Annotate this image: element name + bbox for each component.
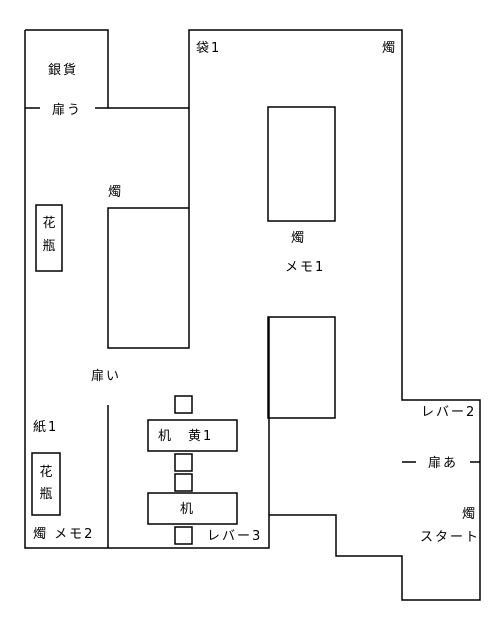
chair-3 bbox=[174, 473, 193, 492]
chair-2 bbox=[174, 453, 193, 472]
start-label: スタート bbox=[420, 530, 481, 545]
silver-coin-label: 銀貨 bbox=[48, 63, 79, 78]
vase-bottom-label-2: 瓶 bbox=[39, 487, 53, 502]
lever2-label: レバー2 bbox=[421, 405, 477, 420]
desk-plain bbox=[147, 492, 238, 525]
wall-outer-left bbox=[24, 29, 481, 601]
memo1-label: メモ1 bbox=[285, 260, 326, 275]
table-top bbox=[267, 106, 336, 222]
vase-box-bottom bbox=[31, 452, 61, 516]
door-i-label: 扉い bbox=[91, 369, 122, 384]
desk-yellow bbox=[147, 419, 238, 452]
vase-top-label-1: 花 bbox=[42, 216, 56, 231]
desk-label: 机 bbox=[180, 502, 196, 517]
candle-right-label: 燭 bbox=[462, 507, 478, 522]
table-bottom bbox=[267, 316, 336, 419]
bag1-label: 袋1 bbox=[196, 41, 222, 56]
paper1-label: 紙1 bbox=[33, 420, 59, 435]
candle-left-room-label: 燭 bbox=[108, 185, 124, 200]
chair-1 bbox=[174, 395, 193, 414]
vase-box-top bbox=[35, 204, 63, 272]
chair-4 bbox=[174, 526, 193, 545]
door-u-label: 扉う bbox=[52, 103, 83, 118]
door-a-label: 扉あ bbox=[428, 456, 459, 471]
candle-center-label: 燭 bbox=[291, 231, 307, 246]
lever3-label: レバー3 bbox=[207, 529, 263, 544]
desk-yellow-label: 机 黄1 bbox=[158, 429, 214, 444]
wall-inner-room bbox=[107, 108, 190, 349]
candle-top-right-label: 燭 bbox=[382, 41, 398, 56]
vase-top-label-2: 瓶 bbox=[42, 239, 56, 254]
candle-memo2-label: 燭 メモ2 bbox=[33, 527, 95, 542]
vase-bottom-label-1: 花 bbox=[39, 465, 53, 480]
